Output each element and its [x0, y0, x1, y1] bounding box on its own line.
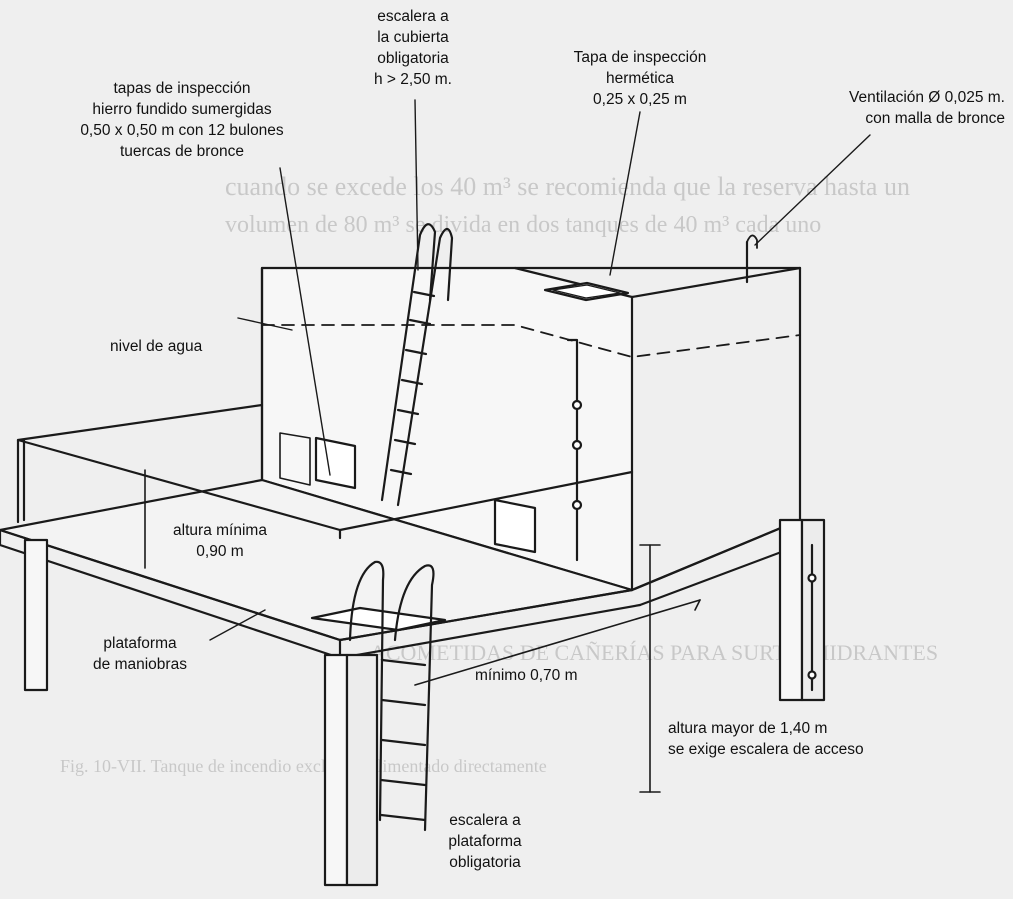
label-line: obligatoria: [449, 854, 521, 871]
submerged-inspection-covers: [279, 432, 537, 554]
vent-pipe: [745, 234, 758, 284]
label-line: tapas de inspección: [113, 80, 251, 97]
label-line: hierro fundido sumergidas: [92, 101, 272, 118]
label-line: escalera a: [377, 8, 449, 25]
roof-ladder: [380, 223, 454, 507]
label-line: 0,90 m: [196, 543, 244, 560]
railings: [16, 403, 634, 540]
hermetic-hatch: [543, 281, 630, 302]
leader-lines: [209, 99, 871, 641]
bleed-line-1: cuando se excede los 40 m³ se recomienda…: [225, 172, 910, 201]
label-line: la cubierta: [377, 29, 449, 46]
label-nivel-agua: nivel de agua: [110, 338, 203, 355]
label-minimo: mínimo 0,70 m: [475, 667, 578, 684]
label-line: 0,25 x 0,25 m: [593, 91, 687, 108]
label-line: 0,50 x 0,50 m con 12 bulones: [80, 122, 284, 139]
label-line: hermética: [605, 70, 675, 87]
label-altura-minima: altura mínima 0,90 m: [150, 520, 290, 562]
label-line: h > 2,50 m.: [374, 71, 452, 88]
label-tapas-inspeccion: tapas de inspección hierro fundido sumer…: [42, 78, 322, 162]
label-ventilacion: Ventilación Ø 0,025 m. con malla de bron…: [790, 87, 1005, 129]
label-line: escalera a: [449, 812, 521, 829]
tank-body: [260, 266, 802, 592]
label-line: con malla de bronce: [865, 110, 1005, 127]
bleed-line-2: volumen de 80 m³ se divida en dos tanque…: [225, 212, 821, 238]
label-line: Ventilación Ø 0,025 m.: [849, 89, 1005, 106]
label-line: tuercas de bronce: [119, 143, 245, 160]
platform-ladder: [348, 560, 435, 832]
label-line: de maniobras: [93, 656, 187, 673]
label-escalera-cubierta: escalera a la cubierta obligatoria h > 2…: [338, 6, 488, 90]
label-altura-mayor: altura mayor de 1,40 m se exige escalera…: [668, 718, 864, 760]
water-level-line: [261, 324, 801, 358]
label-line: altura mayor de 1,40 m: [668, 720, 828, 737]
label-line: se exige escalera de acceso: [668, 741, 864, 758]
label-tapa-hermetica: Tapa de inspección hermética 0,25 x 0,25…: [540, 47, 740, 110]
platform-opening: [310, 606, 447, 632]
internal-rod: [566, 338, 583, 562]
bleed-through-text: cuando se excede los 40 m³ se recomienda…: [60, 172, 938, 776]
bleed-heading: ACOMETIDAS DE CAÑERÍAS PARA SURTIR HIDRA…: [370, 640, 938, 665]
label-line: Tapa de inspección: [573, 49, 707, 66]
label-line: plataforma: [448, 833, 522, 850]
label-line: altura mínima: [173, 522, 267, 539]
bleed-caption: Fig. 10-VII. Tanque de incendio exclusiv…: [60, 756, 547, 776]
label-line: plataforma: [103, 635, 177, 652]
columns: [23, 518, 826, 887]
dimension-lines: [144, 469, 701, 793]
label-plataforma: plataforma de maniobras: [60, 633, 220, 675]
label-line: obligatoria: [377, 50, 449, 67]
label-escalera-plataforma: escalera a plataforma obligatoria: [430, 810, 540, 873]
